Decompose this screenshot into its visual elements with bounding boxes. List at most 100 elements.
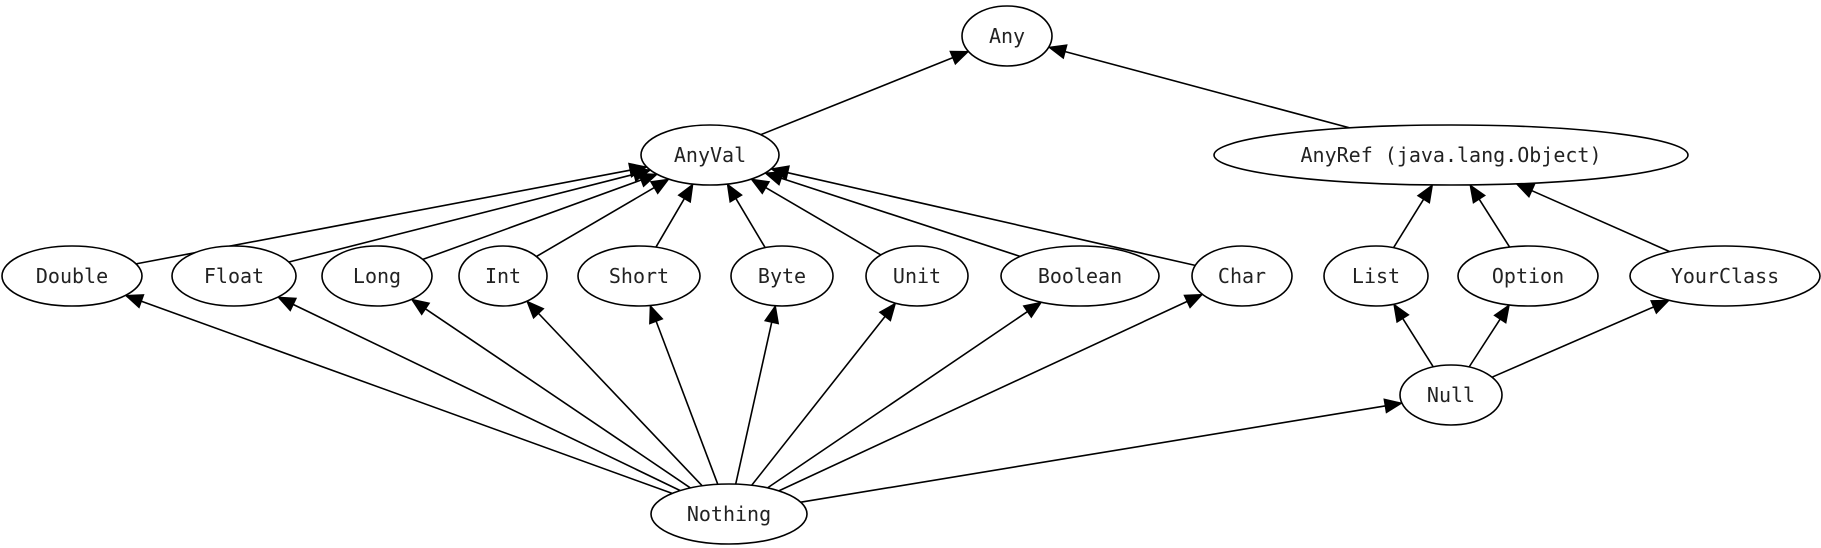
node-null-shape: [1399, 364, 1503, 426]
node-nothing-shape: [650, 483, 808, 545]
edge-line: [1491, 306, 1654, 378]
node-long-shape: [321, 245, 433, 307]
edge-nothing-to-long: [410, 298, 691, 489]
edge-line: [1392, 198, 1425, 249]
edge-line: [655, 198, 685, 248]
edge-int-to-anyval: [535, 178, 670, 258]
edge-yourclass-to-anyref: [1515, 183, 1671, 253]
node-list-label: List: [1352, 264, 1400, 288]
arrowhead-icon: [1022, 301, 1043, 319]
node-long: Long: [321, 245, 433, 307]
node-anyval: AnyVal: [640, 124, 780, 186]
node-float: Float: [171, 245, 297, 307]
arrowhead-icon: [1047, 44, 1068, 60]
edge-line: [422, 179, 642, 261]
edge-null-to-list: [1393, 303, 1434, 368]
node-list-shape: [1323, 245, 1429, 307]
node-anyval-shape: [640, 124, 780, 186]
edge-long-to-anyval: [422, 172, 659, 261]
node-null: Null: [1399, 364, 1503, 426]
edge-line: [425, 308, 691, 489]
edge-line: [800, 405, 1386, 503]
arrowhead-icon: [1393, 303, 1410, 324]
edge-line: [1531, 189, 1671, 253]
edge-line: [735, 198, 766, 249]
node-int-shape: [458, 245, 548, 307]
edge-line: [655, 321, 719, 485]
edge-line: [734, 322, 773, 485]
node-unit: Unit: [865, 245, 969, 307]
arrowhead-icon: [1469, 183, 1486, 204]
edges: [124, 44, 1671, 503]
edge-short-to-anyval: [655, 182, 694, 248]
edge-option-to-anyref: [1469, 183, 1511, 248]
node-anyref-label: AnyRef (java.lang.Object): [1300, 143, 1601, 167]
node-unit-shape: [865, 245, 969, 307]
node-list: List: [1323, 245, 1429, 307]
node-any-shape: [961, 5, 1053, 67]
node-double: Double: [1, 245, 143, 307]
edge-char-to-anyval: [769, 165, 1196, 267]
arrowhead-icon: [276, 296, 298, 312]
node-short-shape: [577, 245, 701, 307]
edge-line: [778, 300, 1188, 492]
edge-line: [765, 187, 882, 256]
edge-nothing-to-double: [124, 294, 673, 495]
node-option-label: Option: [1492, 264, 1564, 288]
arrowhead-icon: [1493, 303, 1511, 324]
edge-unit-to-anyval: [750, 178, 882, 256]
edge-line: [787, 171, 1196, 267]
node-yourclass-shape: [1629, 245, 1821, 307]
edge-boolean-to-anyval: [763, 171, 1021, 258]
arrowhead-icon: [726, 182, 743, 204]
edge-anyval-to-any: [760, 50, 970, 136]
arrowhead-icon: [525, 300, 545, 320]
node-boolean-label: Boolean: [1038, 264, 1122, 288]
edge-nothing-to-float: [276, 296, 681, 492]
node-option: Option: [1457, 245, 1599, 307]
arrowhead-icon: [769, 165, 790, 181]
edge-line: [1468, 318, 1501, 368]
node-double-label: Double: [36, 264, 108, 288]
node-option-shape: [1457, 245, 1599, 307]
node-anyref: AnyRef (java.lang.Object): [1213, 124, 1689, 186]
edge-nothing-to-char: [778, 293, 1204, 492]
arrowhead-icon: [124, 294, 145, 309]
edge-line: [538, 312, 703, 487]
node-anyref-shape: [1213, 124, 1689, 186]
arrowhead-icon: [763, 304, 780, 325]
edge-byte-to-anyval: [726, 182, 766, 249]
edge-line: [1402, 318, 1434, 368]
arrowhead-icon: [649, 178, 670, 195]
edge-nothing-to-boolean: [767, 301, 1043, 489]
arrowhead-icon: [1650, 299, 1671, 315]
edge-line: [288, 173, 635, 263]
arrowhead-icon: [949, 50, 970, 66]
edge-line: [751, 316, 886, 486]
edge-line: [292, 303, 681, 492]
node-any-label: Any: [989, 24, 1025, 48]
node-int-label: Int: [485, 264, 521, 288]
arrowhead-icon: [763, 171, 785, 186]
node-unit-label: Unit: [893, 264, 941, 288]
node-yourclass-label: YourClass: [1671, 264, 1779, 288]
edge-line: [767, 311, 1028, 489]
node-boolean: Boolean: [1000, 245, 1160, 307]
node-short-label: Short: [609, 264, 669, 288]
node-char: Char: [1191, 245, 1293, 307]
node-byte: Byte: [730, 245, 834, 307]
node-int: Int: [458, 245, 548, 307]
edge-nothing-to-unit: [751, 302, 897, 486]
node-float-shape: [171, 245, 297, 307]
node-float-label: Float: [204, 264, 264, 288]
node-long-label: Long: [353, 264, 401, 288]
node-nothing: Nothing: [650, 483, 808, 545]
arrowhead-icon: [1383, 398, 1404, 414]
edge-nothing-to-null: [800, 398, 1404, 503]
node-nothing-label: Nothing: [687, 502, 771, 526]
edge-nothing-to-short: [649, 304, 719, 485]
arrowhead-icon: [1416, 183, 1434, 204]
edge-line: [760, 57, 953, 136]
arrowhead-icon: [750, 178, 771, 195]
